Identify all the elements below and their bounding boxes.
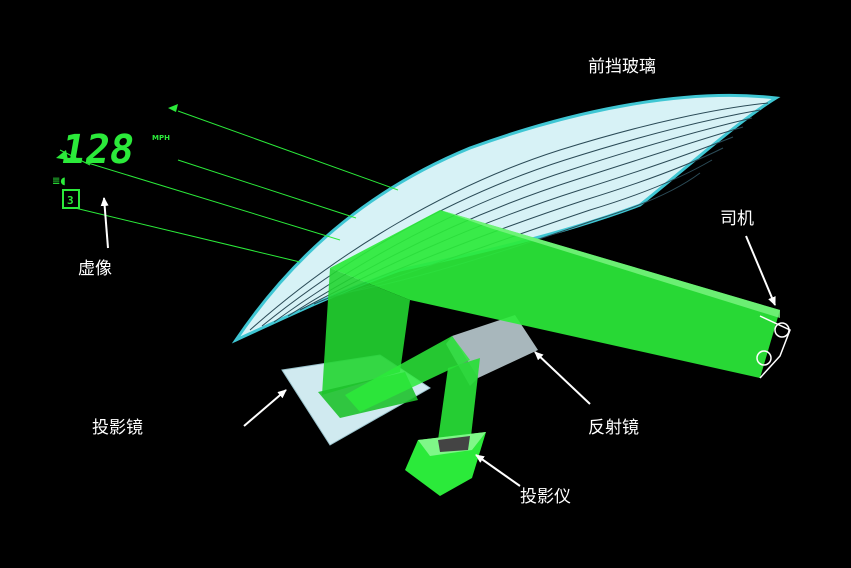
pointer-arrows [100, 197, 776, 487]
arrow-projection-mirror [243, 389, 287, 427]
headlight-icon: ≣◖ [52, 176, 66, 187]
turn-signal-icon [56, 150, 68, 160]
label-virtual-image: 虚像 [78, 259, 112, 279]
label-projection-mirror: 投影镜 [92, 418, 143, 438]
light-beams [318, 210, 780, 445]
arrow-reflector [534, 351, 591, 405]
gear-indicator-icon: 3 [67, 194, 74, 207]
label-driver: 司机 [720, 209, 754, 229]
arrow-virtual-image [100, 197, 109, 249]
hud-speed: 128 [58, 126, 138, 173]
label-reflector: 反射镜 [588, 418, 639, 438]
projector [405, 432, 486, 496]
hud-speed-unit: MPH [152, 134, 170, 142]
label-projector: 投影仪 [520, 487, 571, 507]
label-windshield: 前挡玻璃 [588, 57, 656, 77]
arrow-projector [475, 454, 521, 487]
arrow-icon [168, 104, 178, 112]
arrow-driver [745, 235, 776, 306]
virtual-image-hud: ≣◖ 3 128 MPH [52, 104, 178, 209]
driver-eyebox [756, 315, 791, 379]
gear-indicator-box [62, 189, 80, 209]
